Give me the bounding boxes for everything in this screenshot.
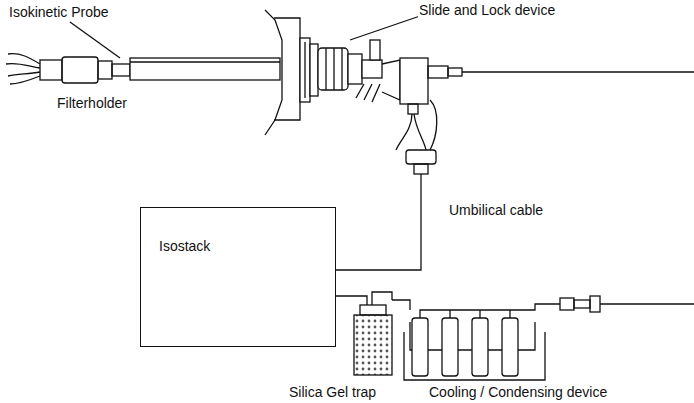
filterholder-cables [6, 54, 40, 84]
part-label: Slide and Lock device [418, 2, 556, 18]
isokinetic-probe [130, 58, 280, 80]
leader-line [70, 22, 120, 58]
part-label: Cooling / Condensing device [428, 384, 608, 400]
leader-line [350, 16, 420, 40]
tube [372, 292, 392, 305]
box-label: Isostack [159, 238, 210, 254]
part-label: Filterholder [56, 95, 128, 111]
flange [300, 38, 318, 102]
controller-box: Isostack [140, 207, 336, 347]
silica-gel-trap [354, 305, 392, 375]
cooling-condensing-device [392, 296, 694, 380]
slide-and-lock-device [318, 40, 694, 114]
filterholder [40, 57, 130, 83]
stack-wall [265, 10, 300, 135]
part-label: Umbilical cable [448, 202, 544, 218]
part-label: Isokinetic Probe [8, 4, 110, 20]
tube [336, 296, 367, 305]
part-label: Silica Gel trap [288, 384, 377, 400]
umbilical-cable [336, 100, 437, 270]
